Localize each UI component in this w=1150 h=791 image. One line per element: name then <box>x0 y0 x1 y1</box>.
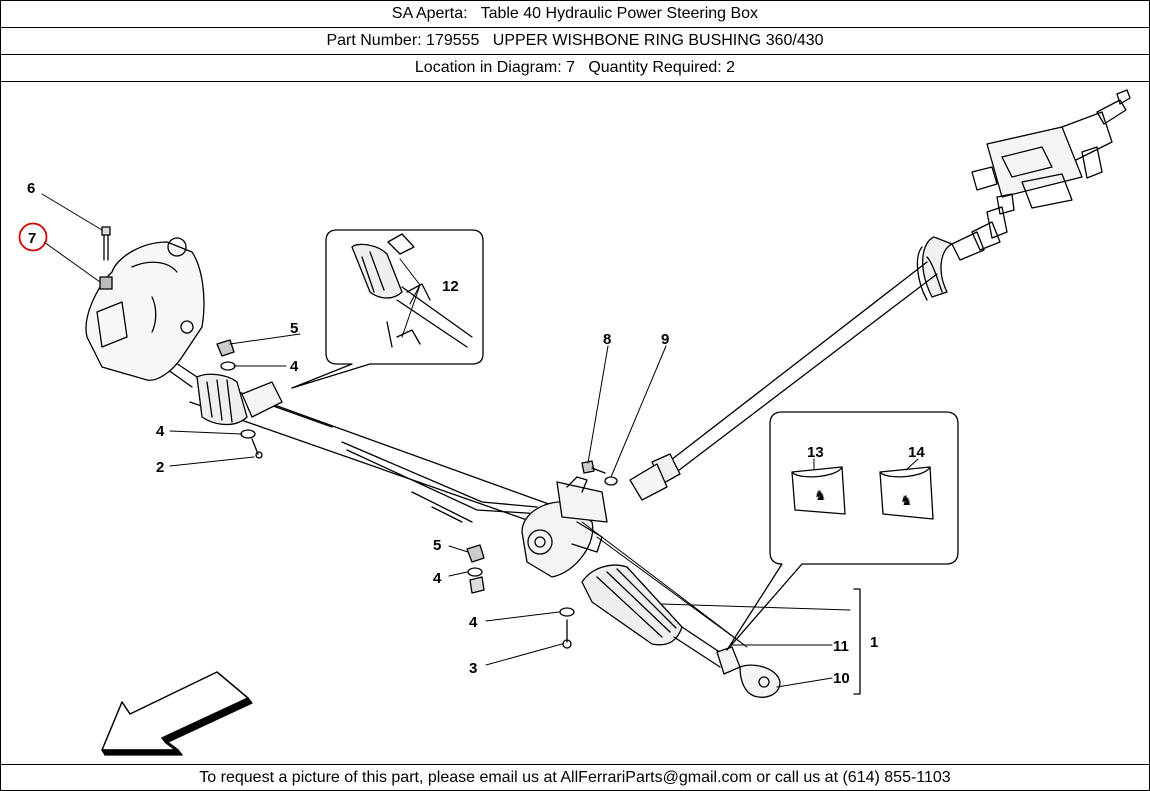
svg-text:♞: ♞ <box>814 488 827 504</box>
callout-4: 4 <box>469 614 478 631</box>
callout-12: 12 <box>442 278 459 295</box>
detail-inset <box>291 229 484 389</box>
callout-4: 4 <box>290 358 299 375</box>
hardware <box>99 226 618 649</box>
callout-5: 5 <box>290 320 298 337</box>
contact-footer: To request a picture of this part, pleas… <box>1 764 1149 791</box>
callout-8: 8 <box>603 331 611 348</box>
callout-5: 5 <box>433 537 441 554</box>
label-inset: ♞ ♞ <box>726 411 959 651</box>
intermediate-shaft <box>629 261 938 501</box>
page-title: SA Aperta: Table 40 Hydraulic Power Stee… <box>1 1 1149 28</box>
callout-4: 4 <box>433 570 442 587</box>
callout-7: 7 <box>28 230 36 247</box>
steering-knuckle <box>85 237 205 381</box>
callout-1: 1 <box>870 634 878 651</box>
callout-14: 14 <box>908 444 925 461</box>
callout-11: 11 <box>833 638 849 655</box>
leader-lines <box>41 193 919 688</box>
steering-column <box>916 89 1131 301</box>
callout-4: 4 <box>156 423 165 440</box>
direction-arrow-icon <box>101 671 253 756</box>
parts-diagram: ♞ ♞ <box>18 89 1131 756</box>
highlight-circle <box>18 222 48 252</box>
callout-10: 10 <box>833 670 850 687</box>
callout-6: 6 <box>27 180 35 197</box>
assembly-bracket <box>853 588 861 695</box>
part-number: Part Number: 179555 UPPER WISHBONE RING … <box>1 28 1149 55</box>
steering-rack <box>149 345 781 698</box>
callout-9: 9 <box>661 331 669 348</box>
callout-3: 3 <box>469 660 477 677</box>
callout-2: 2 <box>156 459 164 476</box>
callout-13: 13 <box>807 444 824 461</box>
callout-labels: 1 2 3 4 4 4 4 5 5 6 7 8 9 10 11 12 13 14 <box>27 180 925 687</box>
location-quantity: Location in Diagram: 7 Quantity Required… <box>1 55 1149 82</box>
svg-text:♞: ♞ <box>900 493 913 509</box>
